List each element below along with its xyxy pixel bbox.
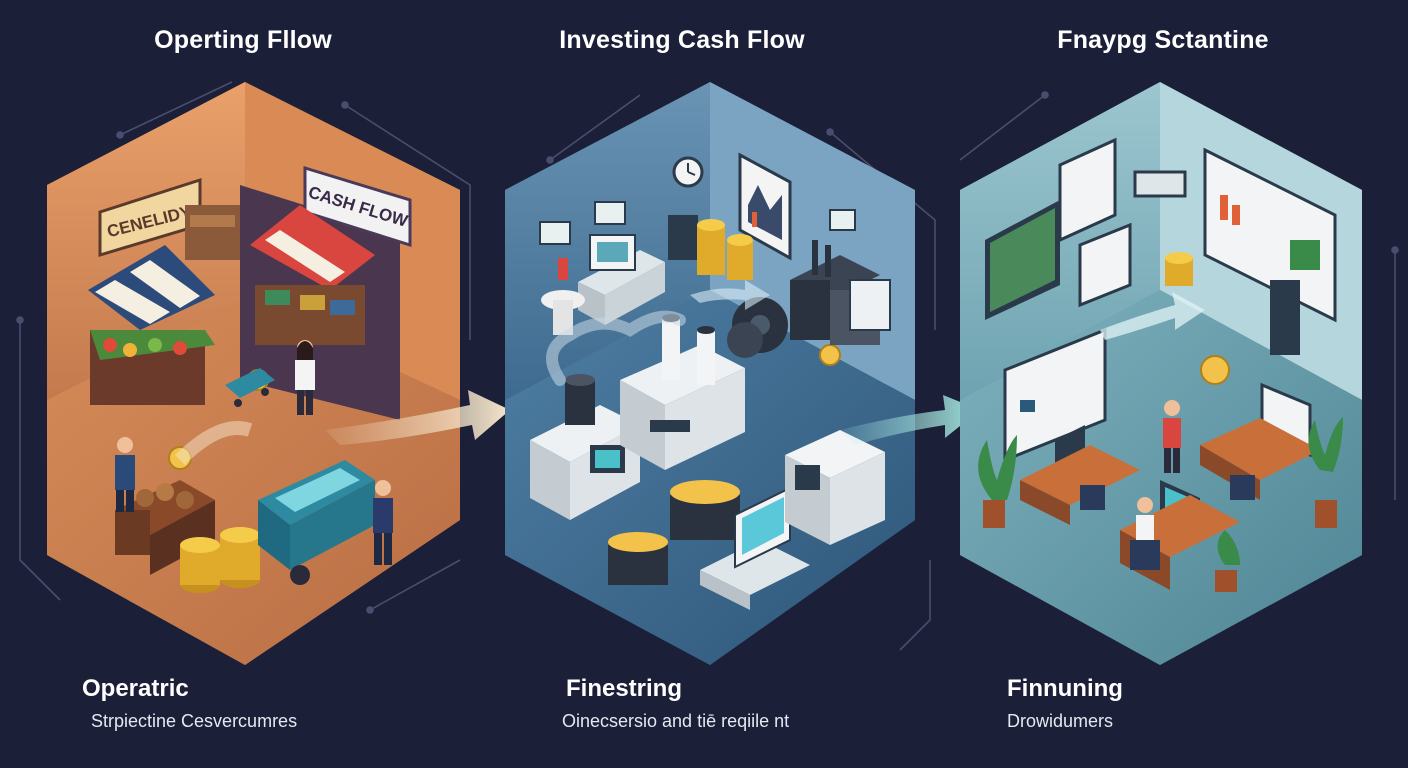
clock-icon [672, 156, 704, 188]
register-machine-icon [258, 460, 375, 585]
arrow-icon [325, 390, 510, 445]
panel-title-investing: Investing Cash Flow [559, 26, 805, 54]
panel-description-investing: Oinecsersio and tiē reqiile nt [562, 711, 790, 731]
computer-monitor-icon [700, 486, 810, 610]
market-stall-icon [88, 245, 215, 405]
panel-subtitle-financing: Finnuning [1007, 675, 1123, 702]
connector-lines [16, 81, 1399, 651]
panel-subtitle-investing: Finestring [566, 675, 683, 702]
gold-basket-icon [608, 480, 740, 585]
control-panel-icon [578, 234, 665, 325]
panel-subtitle-operating: Operatric [82, 675, 189, 702]
panel-title-financing: Fnaypg Sctantine [1057, 26, 1269, 54]
goods-crate-icon [115, 480, 215, 575]
person-worker-icon [1136, 400, 1181, 540]
sign-right: CASH FLOW [303, 165, 412, 248]
plant-icon [978, 417, 1343, 592]
pedestal-icon [541, 258, 585, 335]
panel-financing [960, 82, 1362, 665]
panel-description-financing: Drowidumers [1007, 711, 1114, 731]
gear-icon [727, 297, 788, 358]
factory-machine-icon [530, 314, 745, 520]
panel-operating: CENELIDY CASH FLOW [47, 82, 460, 665]
market-stall-red-icon [250, 205, 375, 345]
arrow-icon [1100, 292, 1205, 340]
panel-investing [505, 82, 915, 665]
wall-chart-icon [738, 152, 792, 261]
person-worker-icon [373, 480, 393, 565]
coin-stack-icon [1165, 252, 1230, 385]
panel-description-operating: Strpiectine Cesvercumres [91, 711, 298, 731]
coin-stack-icon [697, 219, 841, 366]
arrow-icon [690, 280, 980, 445]
panel-title-operating: Operting Fllow [154, 26, 332, 54]
wall-screen-icon [985, 137, 1337, 323]
person-customer-icon [295, 340, 315, 415]
person-vendor-icon [115, 437, 135, 512]
